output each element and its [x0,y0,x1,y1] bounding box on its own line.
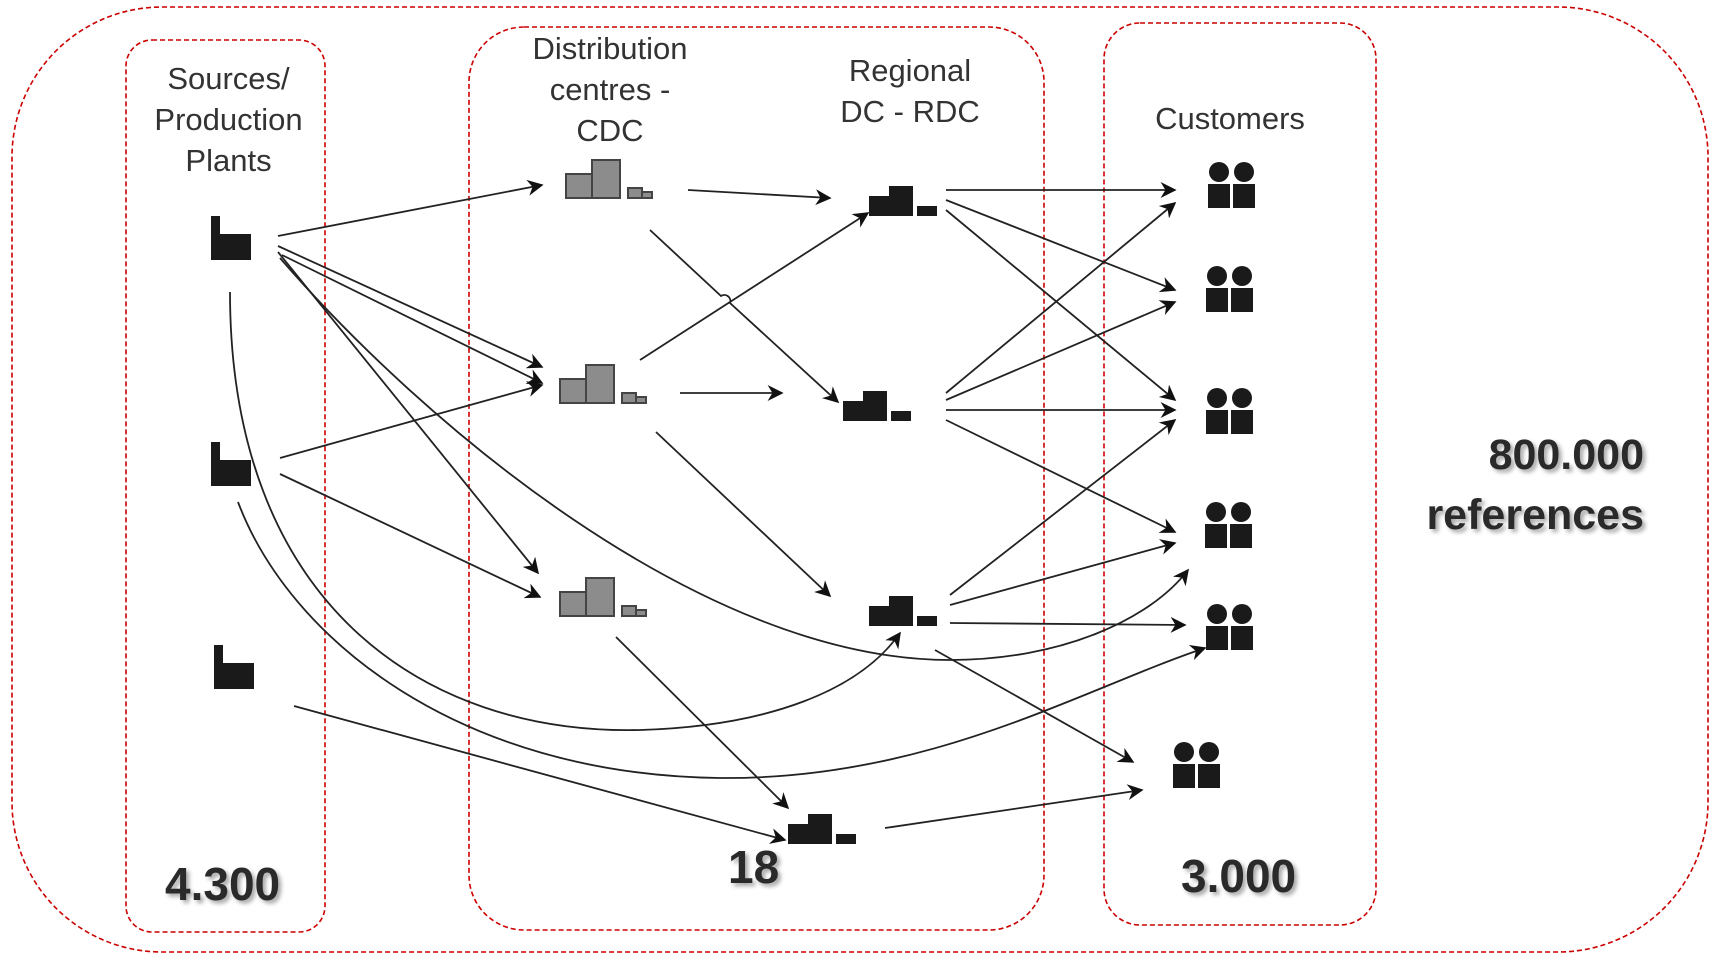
flow-p1-cdc1 [277,179,544,237]
regional-warehouse-icon [788,814,856,844]
flow-rdc1-c2 [945,199,1177,293]
warehouse-icon [559,577,647,617]
flow-rdc2-c2 [945,300,1177,401]
customer-group-icon [1205,502,1252,548]
flow-p1-customer5 [279,257,1189,661]
factory-icon [211,442,251,486]
flow-rdc3-c5 [949,616,1187,633]
flow-cdc1-rdc2 [649,229,840,404]
flow-rdc2-c4 [945,419,1177,533]
rdc-title: Regional DC - RDC [840,53,980,129]
flow-p1-cdc2 [277,245,544,369]
customer-group-icon [1173,742,1220,788]
warehouse-icon [565,159,653,199]
cdc-title: Distribution centres - CDC [532,31,688,148]
flow-p1-cdc3 [277,251,540,575]
sources-title: Sources/ Production Plants [154,61,303,178]
flow-p2-cdc3 [279,473,542,599]
factory-icon [211,216,251,260]
flow-rdc1-c3 [945,209,1177,402]
regional-warehouse-icon [869,186,937,216]
warehouse-icon [559,364,647,404]
flow-rdc4-c6 [884,784,1144,829]
sources-boundary [125,39,326,933]
flow-rdc3-c4 [949,539,1177,606]
dc-count: 18 [728,841,780,893]
flow-rdc3-c3 [949,419,1177,596]
customers-boundary [1103,22,1377,926]
customer-group-icon [1208,162,1255,208]
flow-cdc2-rdc1 [639,212,870,361]
flow-p1-rdc3 [229,291,901,731]
flow-p3-rdc4 [293,705,787,844]
sources-count: 4.300 [165,858,281,910]
outer-boundary [11,6,1709,953]
customers-count: 3.000 [1181,850,1297,902]
references-label: 800.000 references [1426,431,1644,539]
regional-warehouse-icon [843,391,911,421]
customers-title: Customers [1155,101,1305,136]
flow-p1-cdc2b [281,254,544,384]
flow-rdc3-c6 [934,649,1135,763]
flow-cdc1-rdc1 [687,189,832,206]
factory-icon [214,645,254,689]
regional-warehouse-icon [869,596,937,626]
flow-p2-cdc2 [279,381,544,459]
flow-rdc2-c1 [945,201,1177,394]
flow-arrows [229,179,1207,844]
customer-group-icon [1206,266,1253,312]
dc-boundary [468,26,1045,931]
flow-cdc2-rdc3 [655,431,832,598]
customer-group-icon [1206,388,1253,434]
customer-group-icon [1206,604,1253,650]
flow-cdc3-rdc4 [615,636,790,810]
flow-p2-customer5b [237,501,1207,779]
